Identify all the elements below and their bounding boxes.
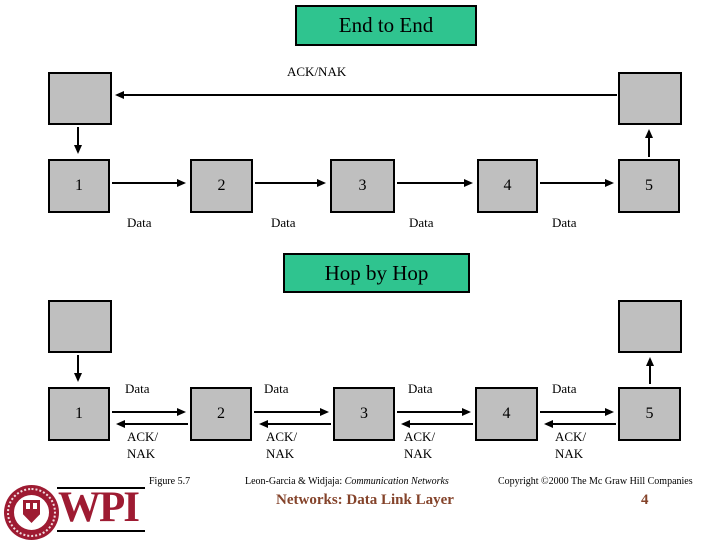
logo-rule-top xyxy=(57,487,145,489)
e2e-node-4: 4 xyxy=(477,159,538,213)
hbh-node-2: 2 xyxy=(190,387,252,441)
nak-line: NAK xyxy=(555,446,584,461)
e2e-node-5: 5 xyxy=(618,159,680,213)
hbh-data-label-1: Data xyxy=(125,381,150,396)
hbh-acknak-label-1: ACK/ NAK xyxy=(127,428,158,462)
wpi-shield-icon xyxy=(23,500,40,523)
e2e-data-label-3: Data xyxy=(409,215,434,230)
e2e-node-2: 2 xyxy=(190,159,253,213)
wpi-seal-inner xyxy=(14,495,49,530)
hop-by-hop-title: Hop by Hop xyxy=(283,253,470,293)
course-title: Networks: Data Link Layer xyxy=(276,492,454,508)
nak-line: NAK xyxy=(266,446,295,461)
attribution-line: Leon-Garcia & Widjaja: Communication Net… xyxy=(245,476,449,487)
e2e-node-1: 1 xyxy=(48,159,110,213)
ack-line: ACK/ xyxy=(266,429,298,444)
nak-line: NAK xyxy=(127,446,156,461)
hbh-node-4: 4 xyxy=(475,387,538,441)
end-to-end-title: End to End xyxy=(295,5,477,46)
page-number: 4 xyxy=(641,492,649,508)
hbh-left-host-box xyxy=(48,300,112,353)
e2e-data-label-4: Data xyxy=(552,215,577,230)
figure-caption: Figure 5.7 xyxy=(149,476,191,487)
attribution-book-title: Communication Networks xyxy=(344,476,449,487)
ack-line: ACK/ xyxy=(127,429,159,444)
logo-rule-bottom xyxy=(57,530,145,532)
hbh-acknak-label-4: ACK/ NAK xyxy=(555,428,586,462)
wpi-logotype: WPI xyxy=(58,484,140,531)
hbh-right-host-box xyxy=(618,300,682,353)
e2e-left-host-box xyxy=(48,72,112,125)
hbh-data-label-2: Data xyxy=(264,381,289,396)
ack-line: ACK/ xyxy=(404,429,436,444)
copyright-notice: Copyright ©2000 The Mc Graw Hill Compani… xyxy=(498,476,693,487)
e2e-data-label-1: Data xyxy=(127,215,152,230)
nak-line: NAK xyxy=(404,446,433,461)
hbh-node-5: 5 xyxy=(618,387,681,441)
attribution-authors: Leon-Garcia & Widjaja: xyxy=(245,476,343,487)
hbh-node-1: 1 xyxy=(48,387,110,441)
ack-line: ACK/ xyxy=(555,429,587,444)
hbh-data-label-4: Data xyxy=(552,381,577,396)
hbh-acknak-label-2: ACK/ NAK xyxy=(266,428,297,462)
e2e-node-3: 3 xyxy=(330,159,395,213)
wpi-seal-icon xyxy=(4,485,59,540)
wpi-logo: WPI xyxy=(0,476,200,540)
e2e-right-host-box xyxy=(618,72,682,125)
e2e-data-label-2: Data xyxy=(271,215,296,230)
e2e-acknak-label: ACK/NAK xyxy=(287,64,347,79)
hbh-data-label-3: Data xyxy=(408,381,433,396)
hbh-acknak-label-3: ACK/ NAK xyxy=(404,428,435,462)
hbh-node-3: 3 xyxy=(333,387,395,441)
